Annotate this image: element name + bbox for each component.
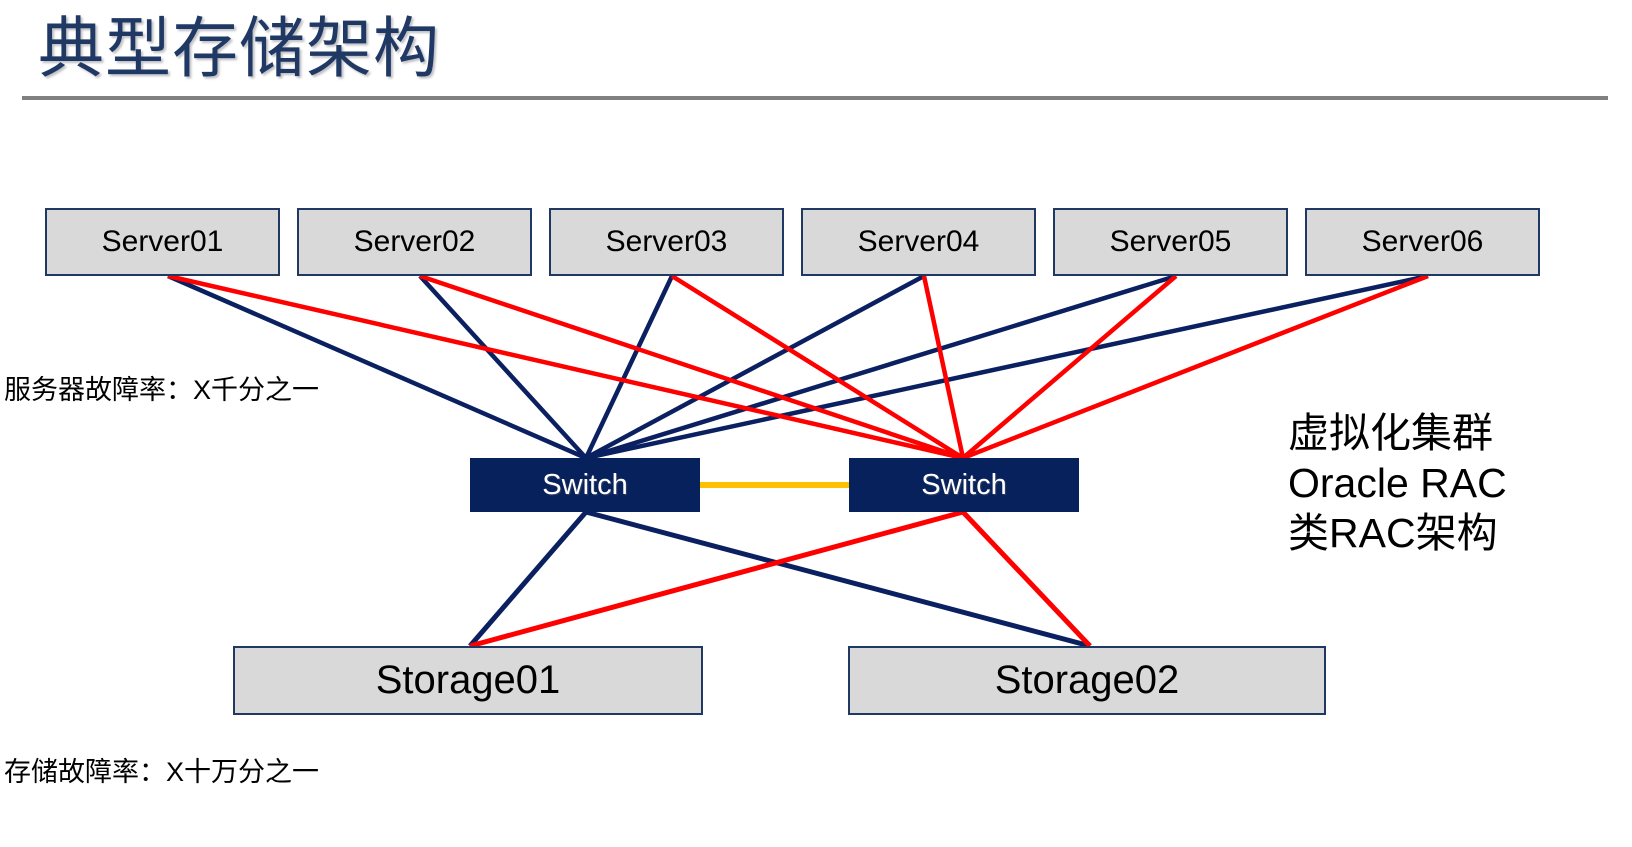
server-node-label: Server06 (1361, 225, 1484, 258)
connection-line (419, 273, 964, 461)
server-node-label: Server02 (353, 225, 476, 258)
server-node-3[interactable]: Server03 (549, 208, 784, 276)
server-node-5[interactable]: Server05 (1053, 208, 1288, 276)
server-to-right-switch-links (167, 273, 1429, 461)
server-failure-rate-note: 服务器故障率：X千分之一 (4, 375, 320, 405)
storage-node-1[interactable]: Storage01 (233, 646, 703, 715)
connection-line (469, 509, 964, 649)
storage-node-label: Storage01 (375, 658, 561, 702)
switch-to-storage-links (468, 509, 1092, 649)
connection-line (921, 275, 966, 459)
server-node-label: Server03 (605, 225, 728, 258)
connection-line (961, 510, 1092, 648)
server-node-label: Server05 (1109, 225, 1232, 258)
connection-line (585, 273, 1177, 461)
connection-line (418, 274, 588, 460)
switch-node-2[interactable]: Switch (849, 458, 1079, 512)
server-to-left-switch-links (167, 273, 1429, 461)
cluster-note-line-2: Oracle RAC (1288, 460, 1507, 506)
connection-line (670, 274, 965, 460)
switch-node-1[interactable]: Switch (470, 458, 700, 512)
server-node-4[interactable]: Server04 (801, 208, 1036, 276)
server-node-6[interactable]: Server06 (1305, 208, 1540, 276)
server-node-label: Server04 (857, 225, 980, 258)
page-title: 典型存储架构 (38, 11, 440, 85)
server-node-label: Server01 (101, 225, 224, 258)
connection-line (585, 509, 1091, 649)
connection-line (468, 510, 588, 648)
connection-line (962, 273, 1429, 461)
server-node-2[interactable]: Server02 (297, 208, 532, 276)
storage-node-label: Storage02 (994, 658, 1180, 702)
storage-failure-rate-note: 存储故障率：X十万分之一 (4, 757, 320, 787)
title-divider (22, 96, 1608, 100)
storage-node-2[interactable]: Storage02 (848, 646, 1326, 715)
connection-line (583, 275, 675, 459)
switch-node-label: Switch (542, 468, 628, 501)
connection-line (584, 274, 926, 460)
connection-line (585, 273, 1429, 461)
switch-node-label: Switch (921, 468, 1007, 501)
connection-line (167, 273, 964, 461)
connection-line (961, 274, 1178, 460)
server-node-1[interactable]: Server01 (45, 208, 280, 276)
cluster-note-line-1: 虚拟化集群 (1288, 410, 1493, 456)
cluster-note-line-3: 类RAC架构 (1288, 510, 1498, 556)
connection-line (167, 273, 587, 461)
